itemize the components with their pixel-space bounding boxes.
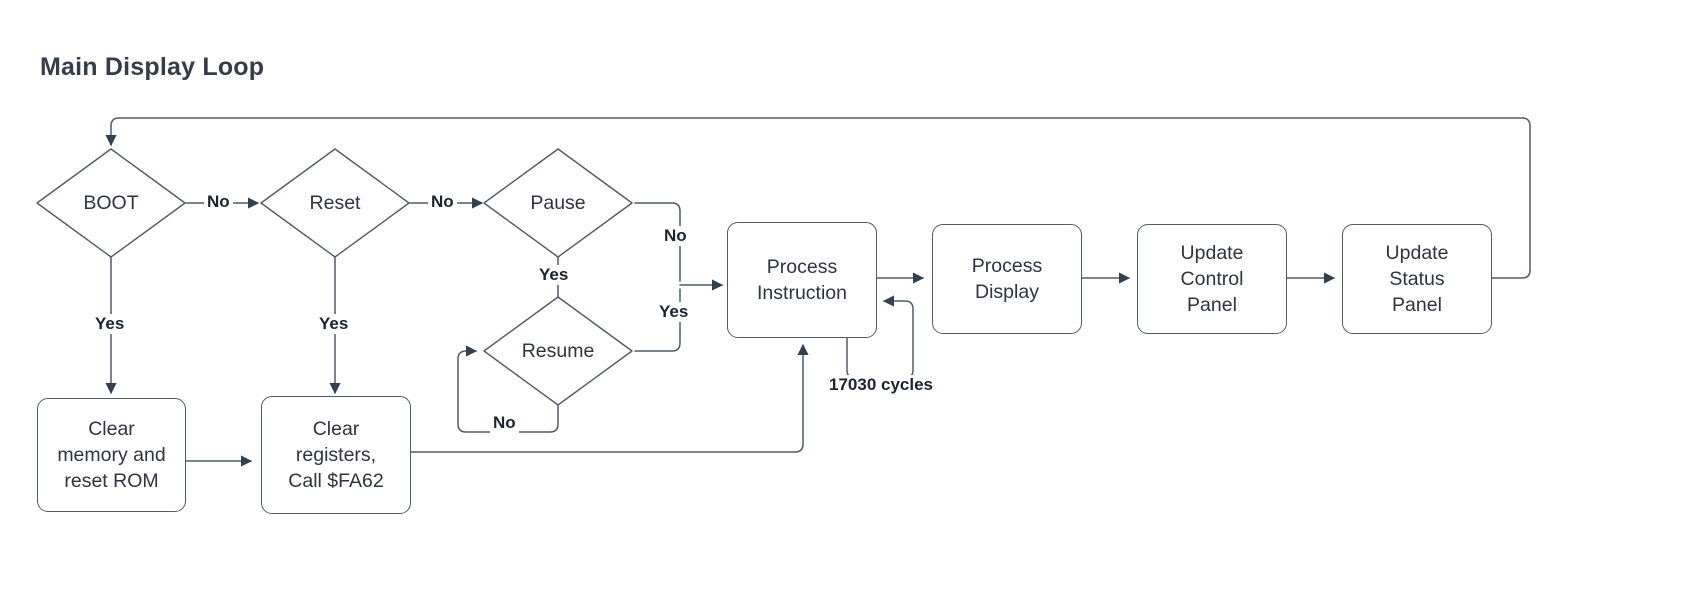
edge-label-resume-yes: Yes bbox=[656, 302, 692, 322]
edge-label-reset-yes: Yes bbox=[316, 314, 352, 334]
edge-pause-no bbox=[634, 202, 681, 282]
edge-label-pause-yes: Yes bbox=[536, 265, 572, 285]
edge-resume-no bbox=[457, 345, 559, 433]
node-reset[interactable]: Reset bbox=[260, 148, 410, 258]
edge-label-boot-yes: Yes bbox=[92, 314, 128, 334]
edge-label-pause-no: No bbox=[661, 226, 690, 246]
page-title: Main Display Loop bbox=[40, 53, 265, 81]
edge-label-resume-no: No bbox=[490, 413, 519, 433]
edge-label-boot-no: No bbox=[204, 192, 233, 212]
node-pause[interactable]: Pause bbox=[483, 148, 633, 258]
edge-resume-yes bbox=[634, 288, 681, 352]
edge-label-cycles: 17030 cycles bbox=[826, 375, 936, 395]
node-boot[interactable]: BOOT bbox=[36, 148, 186, 258]
edge-usp-boot-feedback bbox=[105, 117, 1531, 279]
node-resume[interactable]: Resume bbox=[483, 296, 633, 406]
edge-label-reset-no: No bbox=[428, 192, 457, 212]
edge-clearreg-process-instruction bbox=[410, 343, 809, 453]
